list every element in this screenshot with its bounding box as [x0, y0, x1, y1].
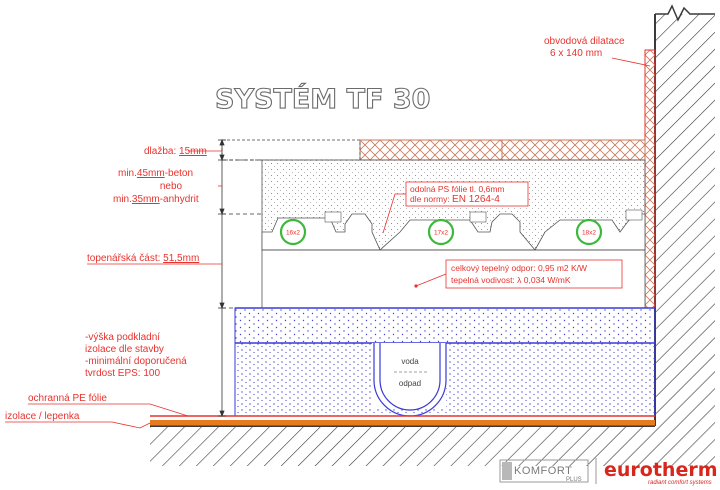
- label-ps-foil-line1: odolná PS fólie tl. 0,6mm: [410, 184, 505, 194]
- pipe-18x2: 18x2: [575, 218, 603, 246]
- waterproofing-layer: [150, 420, 655, 427]
- label-heating-part: topenářská část: 51,5mm: [87, 253, 222, 265]
- label-thermal-line2: tepelná vodivost: λ 0,034 W/mK: [451, 275, 571, 285]
- label-insulation: -výška podkladní izolace dle stavby -min…: [85, 332, 187, 379]
- label-pe-foil: ochranná PE fólie: [28, 393, 189, 417]
- label-screed: min.45mm-beton nebo min.35mm-anhydrit: [113, 168, 222, 205]
- label-thermal-properties: celkový tepelný odpor: 0,95 m2 K/W tepel…: [414, 259, 623, 289]
- label-dilatation: obvodová dilatace 6 x 140 mm: [544, 36, 651, 67]
- label-insulation-line2: izolace dle stavby: [85, 344, 164, 355]
- label-tile-text: dlažba:: [144, 146, 179, 157]
- label-insulation-line3: -minimální doporučená: [85, 356, 187, 367]
- komfort-logo-sub: PLUS: [566, 477, 582, 483]
- label-screed-or: nebo: [160, 181, 183, 192]
- tile-layer: [221, 139, 646, 161]
- komfort-logo-text: KOMFORT: [514, 465, 572, 477]
- label-tile-value: 15mm: [179, 146, 207, 157]
- pipe-label: 18x2: [582, 230, 596, 237]
- drain-pipe: voda odpad: [372, 343, 447, 417]
- label-dilatation-line2: 6 x 140 mm: [550, 48, 602, 59]
- komfort-plus-logo: KOMFORT PLUS: [499, 459, 589, 483]
- svg-text:min.35mm-anhydrit: min.35mm-anhydrit: [113, 194, 199, 205]
- label-anhydrite-pre: min.: [113, 194, 132, 205]
- label-waterproofing-text: izolace / lepenka: [5, 411, 80, 422]
- eurotherm-logo: eurotherm radiant comfort systems: [604, 459, 718, 486]
- label-screed-post: -beton: [165, 168, 193, 179]
- drain-label-bottom: odpad: [399, 379, 421, 388]
- eurotherm-logo-text: eurotherm: [604, 459, 718, 481]
- label-ps-foil-norm-value: EN 1264-4: [452, 194, 500, 205]
- label-thermal-line1: celkový tepelný odpor: 0,95 m2 K/W: [451, 263, 587, 273]
- wall: [654, 4, 715, 426]
- svg-text:dle normy: EN 1264-4: dle normy: EN 1264-4: [410, 194, 500, 205]
- label-pe-foil-text: ochranná PE fólie: [28, 393, 107, 404]
- label-tile: dlažba: 15mm: [144, 146, 222, 157]
- label-ps-foil-norm: dle normy:: [410, 194, 452, 204]
- heating-pipes: 16x2 17x2 18x2: [279, 218, 603, 246]
- label-insulation-line4: tvrdost EPS: 100: [85, 368, 160, 379]
- eurotherm-logo-sub: radiant comfort systems: [648, 480, 712, 486]
- diagram-title: SYSTÉM TF 30: [215, 83, 430, 115]
- drain-label-top: voda: [401, 357, 419, 366]
- pipe-label: 17x2: [434, 230, 448, 237]
- label-heating-part-value: 51,5mm: [163, 253, 199, 264]
- label-waterproofing: izolace / lepenka: [5, 411, 151, 429]
- perimeter-dilatation-strip: [644, 49, 656, 309]
- label-insulation-line1: -výška podkladní: [85, 332, 160, 343]
- label-anhydrite-value: 35mm: [132, 194, 160, 205]
- label-dilatation-line1: obvodová dilatace: [544, 36, 625, 47]
- label-ps-foil: odolná PS fólie tl. 0,6mm dle normy: EN …: [382, 181, 529, 234]
- svg-text:topenářská část: 51,5mm: topenářská část: 51,5mm: [87, 253, 199, 264]
- pipe-label: 16x2: [286, 230, 300, 237]
- label-screed-value: 45mm: [137, 168, 165, 179]
- pipe-17x2: 17x2: [427, 218, 455, 246]
- pipe-16x2: 16x2: [279, 218, 307, 246]
- svg-text:dlažba: 15mm: dlažba: 15mm: [144, 146, 207, 157]
- label-screed-pre: min.: [118, 168, 137, 179]
- label-anhydrite-post: -anhydrit: [160, 194, 199, 205]
- svg-text:min.45mm-beton: min.45mm-beton: [118, 168, 193, 179]
- label-heating-part-text: topenářská část:: [87, 253, 163, 264]
